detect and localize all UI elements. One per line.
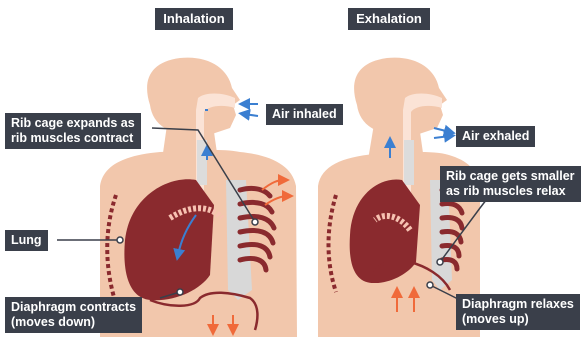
label-diaphragm-relaxes-line2: (moves up): [462, 312, 574, 327]
label-diaphragm-contracts-line2: (moves down): [11, 315, 136, 330]
label-rib-cage-expands: Rib cage expands as rib muscles contract: [5, 113, 141, 149]
label-rib-cage-smaller-line2: as rib muscles relax: [446, 184, 575, 199]
label-diaphragm-contracts: Diaphragm contracts (moves down): [5, 297, 142, 333]
inhalation-figure: [100, 58, 297, 337]
label-air-inhaled: Air inhaled: [266, 104, 343, 125]
inhalation-trachea: [197, 140, 207, 185]
label-rib-cage-expands-line1: Rib cage expands as: [11, 116, 135, 131]
label-rib-cage-smaller: Rib cage gets smaller as rib muscles rel…: [440, 166, 581, 202]
label-diaphragm-contracts-line1: Diaphragm contracts: [11, 300, 136, 315]
label-air-exhaled: Air exhaled: [456, 126, 535, 147]
label-lung: Lung: [5, 230, 48, 251]
label-diaphragm-relaxes-line1: Diaphragm relaxes: [462, 297, 574, 312]
label-rib-cage-expands-line2: rib muscles contract: [11, 131, 135, 146]
label-rib-cage-smaller-line1: Rib cage gets smaller: [446, 169, 575, 184]
exhalation-trachea: [404, 140, 414, 185]
heading-inhalation: Inhalation: [155, 8, 233, 30]
label-diaphragm-relaxes: Diaphragm relaxes (moves up): [456, 294, 580, 330]
heading-exhalation: Exhalation: [348, 8, 430, 30]
